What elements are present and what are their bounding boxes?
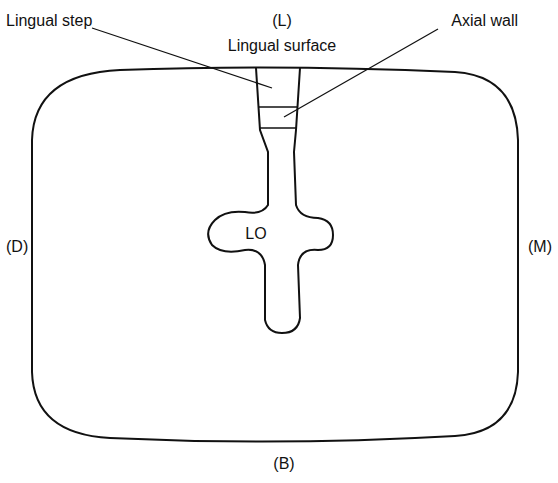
surface-label: Lingual surface bbox=[228, 37, 337, 55]
lingual-step-line bbox=[259, 106, 297, 108]
tooth-outline bbox=[32, 67, 518, 441]
direction-label: (L) bbox=[272, 12, 292, 30]
part-name: Axial wall bbox=[451, 12, 518, 30]
part-name: Lingual step bbox=[6, 12, 92, 30]
direction-label: (D) bbox=[6, 238, 28, 256]
cavity-outline: LO bbox=[200, 64, 340, 339]
axial-wall-line bbox=[260, 127, 296, 129]
direction-label: (M) bbox=[528, 238, 552, 256]
direction-label: (B) bbox=[273, 455, 294, 473]
cavity-wall bbox=[208, 68, 333, 333]
region-label: LO bbox=[245, 225, 266, 243]
cavity-shape bbox=[200, 64, 340, 339]
